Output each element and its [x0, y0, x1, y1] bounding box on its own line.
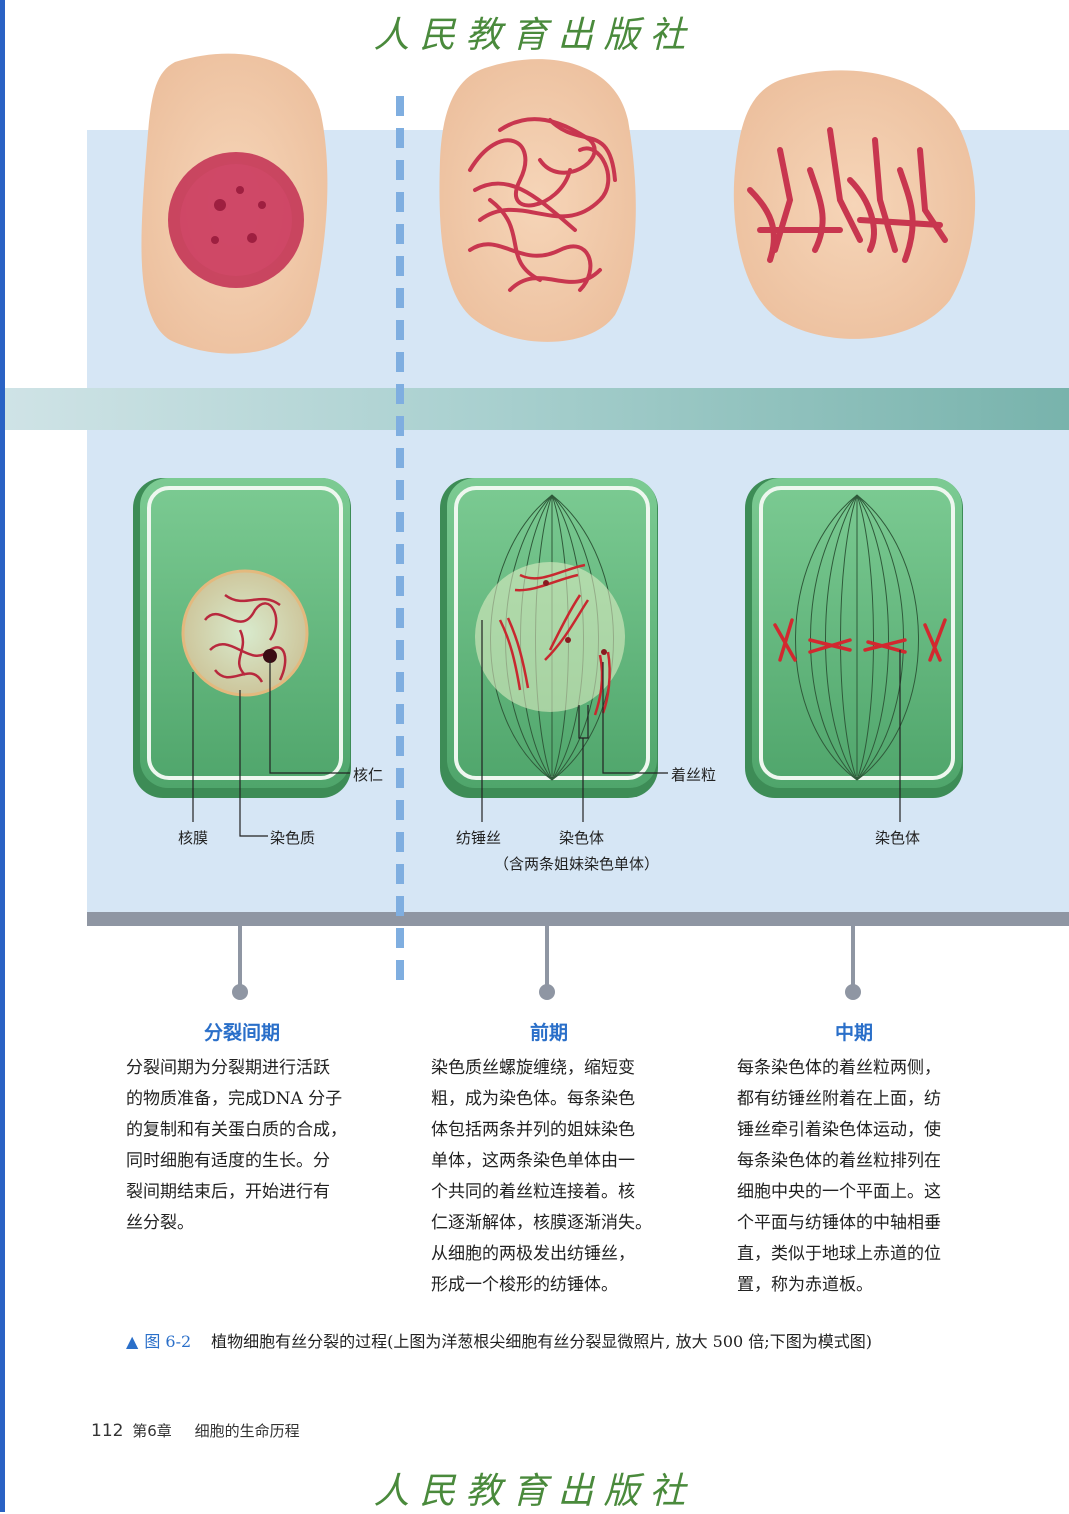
timeline-stem-metaphase	[851, 926, 855, 988]
text-line: 形成一个梭形的纺锤体。	[431, 1275, 618, 1295]
timeline-stem-interphase	[238, 926, 242, 988]
micrograph-metaphase	[733, 70, 976, 339]
text-line: 个平面与纺锤体的中轴相垂	[737, 1213, 941, 1233]
text-line: 置，称为赤道板。	[737, 1275, 873, 1295]
text-line: 每条染色体的着丝粒排列在	[737, 1151, 941, 1171]
timeline-dot-interphase	[232, 984, 248, 1000]
micrograph-prophase	[439, 59, 636, 342]
text-line: 锤丝牵引着染色体运动，使	[737, 1120, 941, 1140]
left-edge-bar	[0, 0, 5, 1512]
timeline-bar	[87, 912, 1069, 926]
micrograph-interphase	[141, 53, 328, 354]
text-line: 粗，成为染色体。每条染色	[431, 1089, 635, 1109]
text-line: 仁逐渐解体，核膜逐渐消失。	[431, 1213, 652, 1233]
text-line: 分裂间期为分裂期进行活跃	[126, 1058, 330, 1078]
stage-text-prophase: 染色质丝螺旋缠绕，缩短变 粗，成为染色体。每条染色 体包括两条并列的姐妹染色 单…	[431, 1053, 671, 1301]
stage-title-metaphase: 中期	[834, 1022, 873, 1044]
text-line: 的复制和有关蛋白质的合成，	[126, 1120, 347, 1140]
caption-text: 植物细胞有丝分裂的过程(上图为洋葱根尖细胞有丝分裂显微照片, 放大 500 倍;…	[211, 1332, 872, 1351]
text-line: 裂间期结束后，开始进行有	[126, 1182, 330, 1202]
diagram-interphase-cell	[133, 478, 351, 798]
page-number: 112	[91, 1421, 124, 1441]
figure-caption: ▲ 图 6-2 植物细胞有丝分裂的过程(上图为洋葱根尖细胞有丝分裂显微照片, 放大 …	[126, 1328, 872, 1352]
timeline-dot-prophase	[539, 984, 555, 1000]
diagram-metaphase-cell	[745, 478, 963, 798]
diagram-prophase-cell	[440, 478, 658, 798]
dashed-divider	[396, 96, 404, 991]
text-line: 细胞中央的一个平面上。这	[737, 1182, 941, 1202]
text-line: 个共同的着丝粒连接着。核	[431, 1182, 635, 1202]
text-line: 每条染色体的着丝粒两侧，	[737, 1058, 941, 1078]
label-sister-chromatids-note: （含两条姐妹染色单体）	[494, 855, 660, 873]
text-line: 染色质丝螺旋缠绕，缩短变	[431, 1058, 635, 1078]
label-centromere: 着丝粒	[671, 766, 717, 784]
stage-text-metaphase: 每条染色体的着丝粒两侧， 都有纺锤丝附着在上面，纺 锤丝牵引着染色体运动，使 每…	[737, 1053, 977, 1301]
label-chromosome-prophase: 染色体	[559, 829, 605, 847]
label-nucleolus: 核仁	[353, 766, 384, 784]
text-line: 单体，这两条染色单体由一	[431, 1151, 635, 1171]
timeline-dot-metaphase	[845, 984, 861, 1000]
label-leader-lines	[192, 620, 901, 837]
label-nuclear-membrane: 核膜	[178, 829, 209, 847]
publisher-watermark-bottom: 人民教育出版社	[373, 1471, 696, 1512]
stage-title-prophase: 前期	[529, 1022, 568, 1044]
chapter-number: 第6章	[132, 1422, 172, 1440]
label-chromatin: 染色质	[270, 829, 316, 847]
text-line: 的物质准备，完成DNA 分子	[126, 1089, 343, 1109]
publisher-watermark-top: 人民教育出版社	[373, 15, 696, 56]
text-line: 同时细胞有适度的生长。分	[126, 1151, 330, 1171]
page-footer: 112 第6章 细胞的生命历程	[91, 1420, 300, 1441]
chapter-title: 细胞的生命历程	[194, 1422, 300, 1440]
triangle-marker-icon: ▲	[126, 1332, 139, 1351]
timeline-stem-prophase	[545, 926, 549, 988]
figure-number: 图 6-2	[144, 1332, 192, 1351]
label-chromosome-metaphase: 染色体	[875, 829, 921, 847]
mitosis-figure	[133, 53, 976, 837]
text-line: 直，类似于地球上赤道的位	[737, 1244, 941, 1264]
divider-band	[5, 388, 1069, 430]
stage-text-interphase: 分裂间期为分裂期进行活跃 的物质准备，完成DNA 分子 的复制和有关蛋白质的合成…	[126, 1053, 366, 1239]
text-line: 都有纺锤丝附着在上面，纺	[737, 1089, 941, 1109]
stage-title-interphase: 分裂间期	[203, 1022, 280, 1044]
text-line: 丝分裂。	[126, 1213, 194, 1233]
label-spindle-fiber: 纺锤丝	[456, 829, 502, 847]
text-line: 体包括两条并列的姐妹染色	[431, 1120, 635, 1140]
text-line: 从细胞的两极发出纺锤丝，	[431, 1244, 635, 1264]
